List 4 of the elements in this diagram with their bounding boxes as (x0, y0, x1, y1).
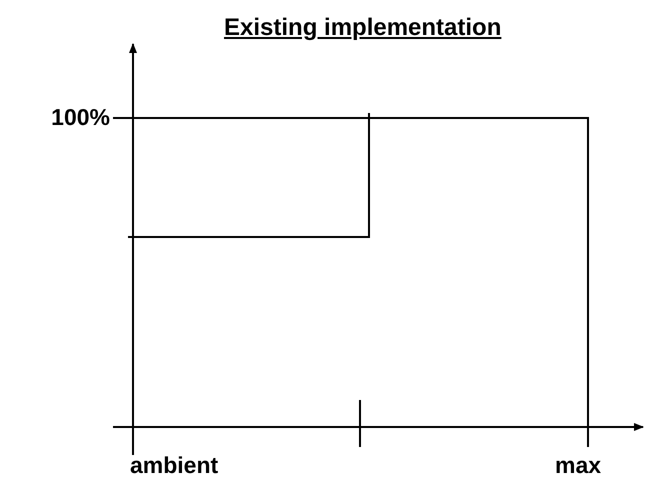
axis-label: ambient (130, 452, 218, 479)
axis-label: max (555, 452, 602, 479)
chart-title: Existing implementation (224, 14, 502, 42)
tick-label: 100% (51, 104, 110, 131)
